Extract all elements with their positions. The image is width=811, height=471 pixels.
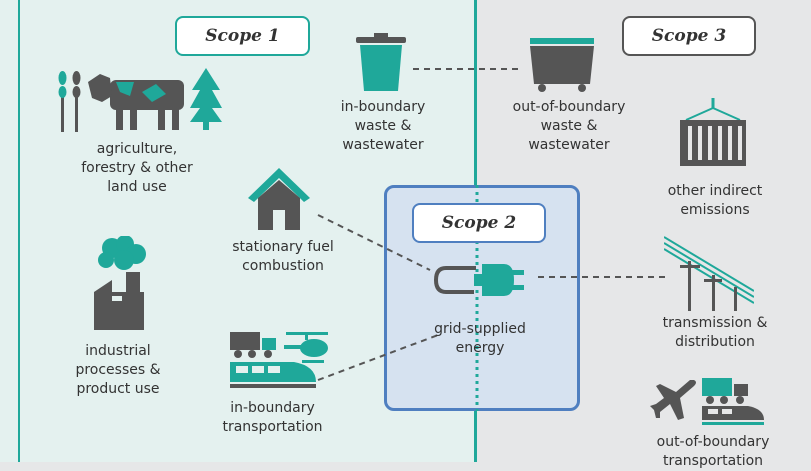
tree-icon [190,68,222,130]
out-truck-icon [702,378,748,404]
label-other-indirect: other indirect emissions [667,183,763,218]
label-stationary-fuel: stationary fuel combustion [232,239,334,274]
truck-icon [230,332,276,358]
label-transmission: transmission & distribution [662,315,768,350]
wheat-icon [58,71,81,132]
shipping-container-icon [680,98,746,166]
label-industrial: industrial processes & product use [75,343,161,397]
out-train-icon [702,406,764,425]
power-plug-icon [434,264,524,296]
label-in-boundary-waste: in-boundary waste & wastewater [340,99,426,153]
airplane-icon [650,380,696,420]
power-lines-icon [664,236,754,311]
factory-icon [94,236,146,330]
house-icon [248,168,310,230]
scope1-label: Scope 1 [175,16,310,56]
label-out-of-boundary-waste: out-of-boundary waste & wastewater [512,99,626,153]
left-boundary-line [0,0,20,462]
label-afolu: agriculture, forestry & other land use [81,141,193,195]
waste-bin-icon [356,33,406,91]
label-grid-energy: grid-supplied energy [434,321,526,356]
helicopter-icon [284,332,328,363]
train-icon [230,362,316,388]
scope2-label: Scope 2 [412,203,546,243]
label-in-boundary-transport: in-boundary transportation [222,400,323,435]
scope3-label: Scope 3 [622,16,756,56]
dumpster-icon [530,38,594,92]
label-out-of-boundary-transport: out-of-boundary transportation [656,434,770,469]
cow-icon [88,74,184,130]
